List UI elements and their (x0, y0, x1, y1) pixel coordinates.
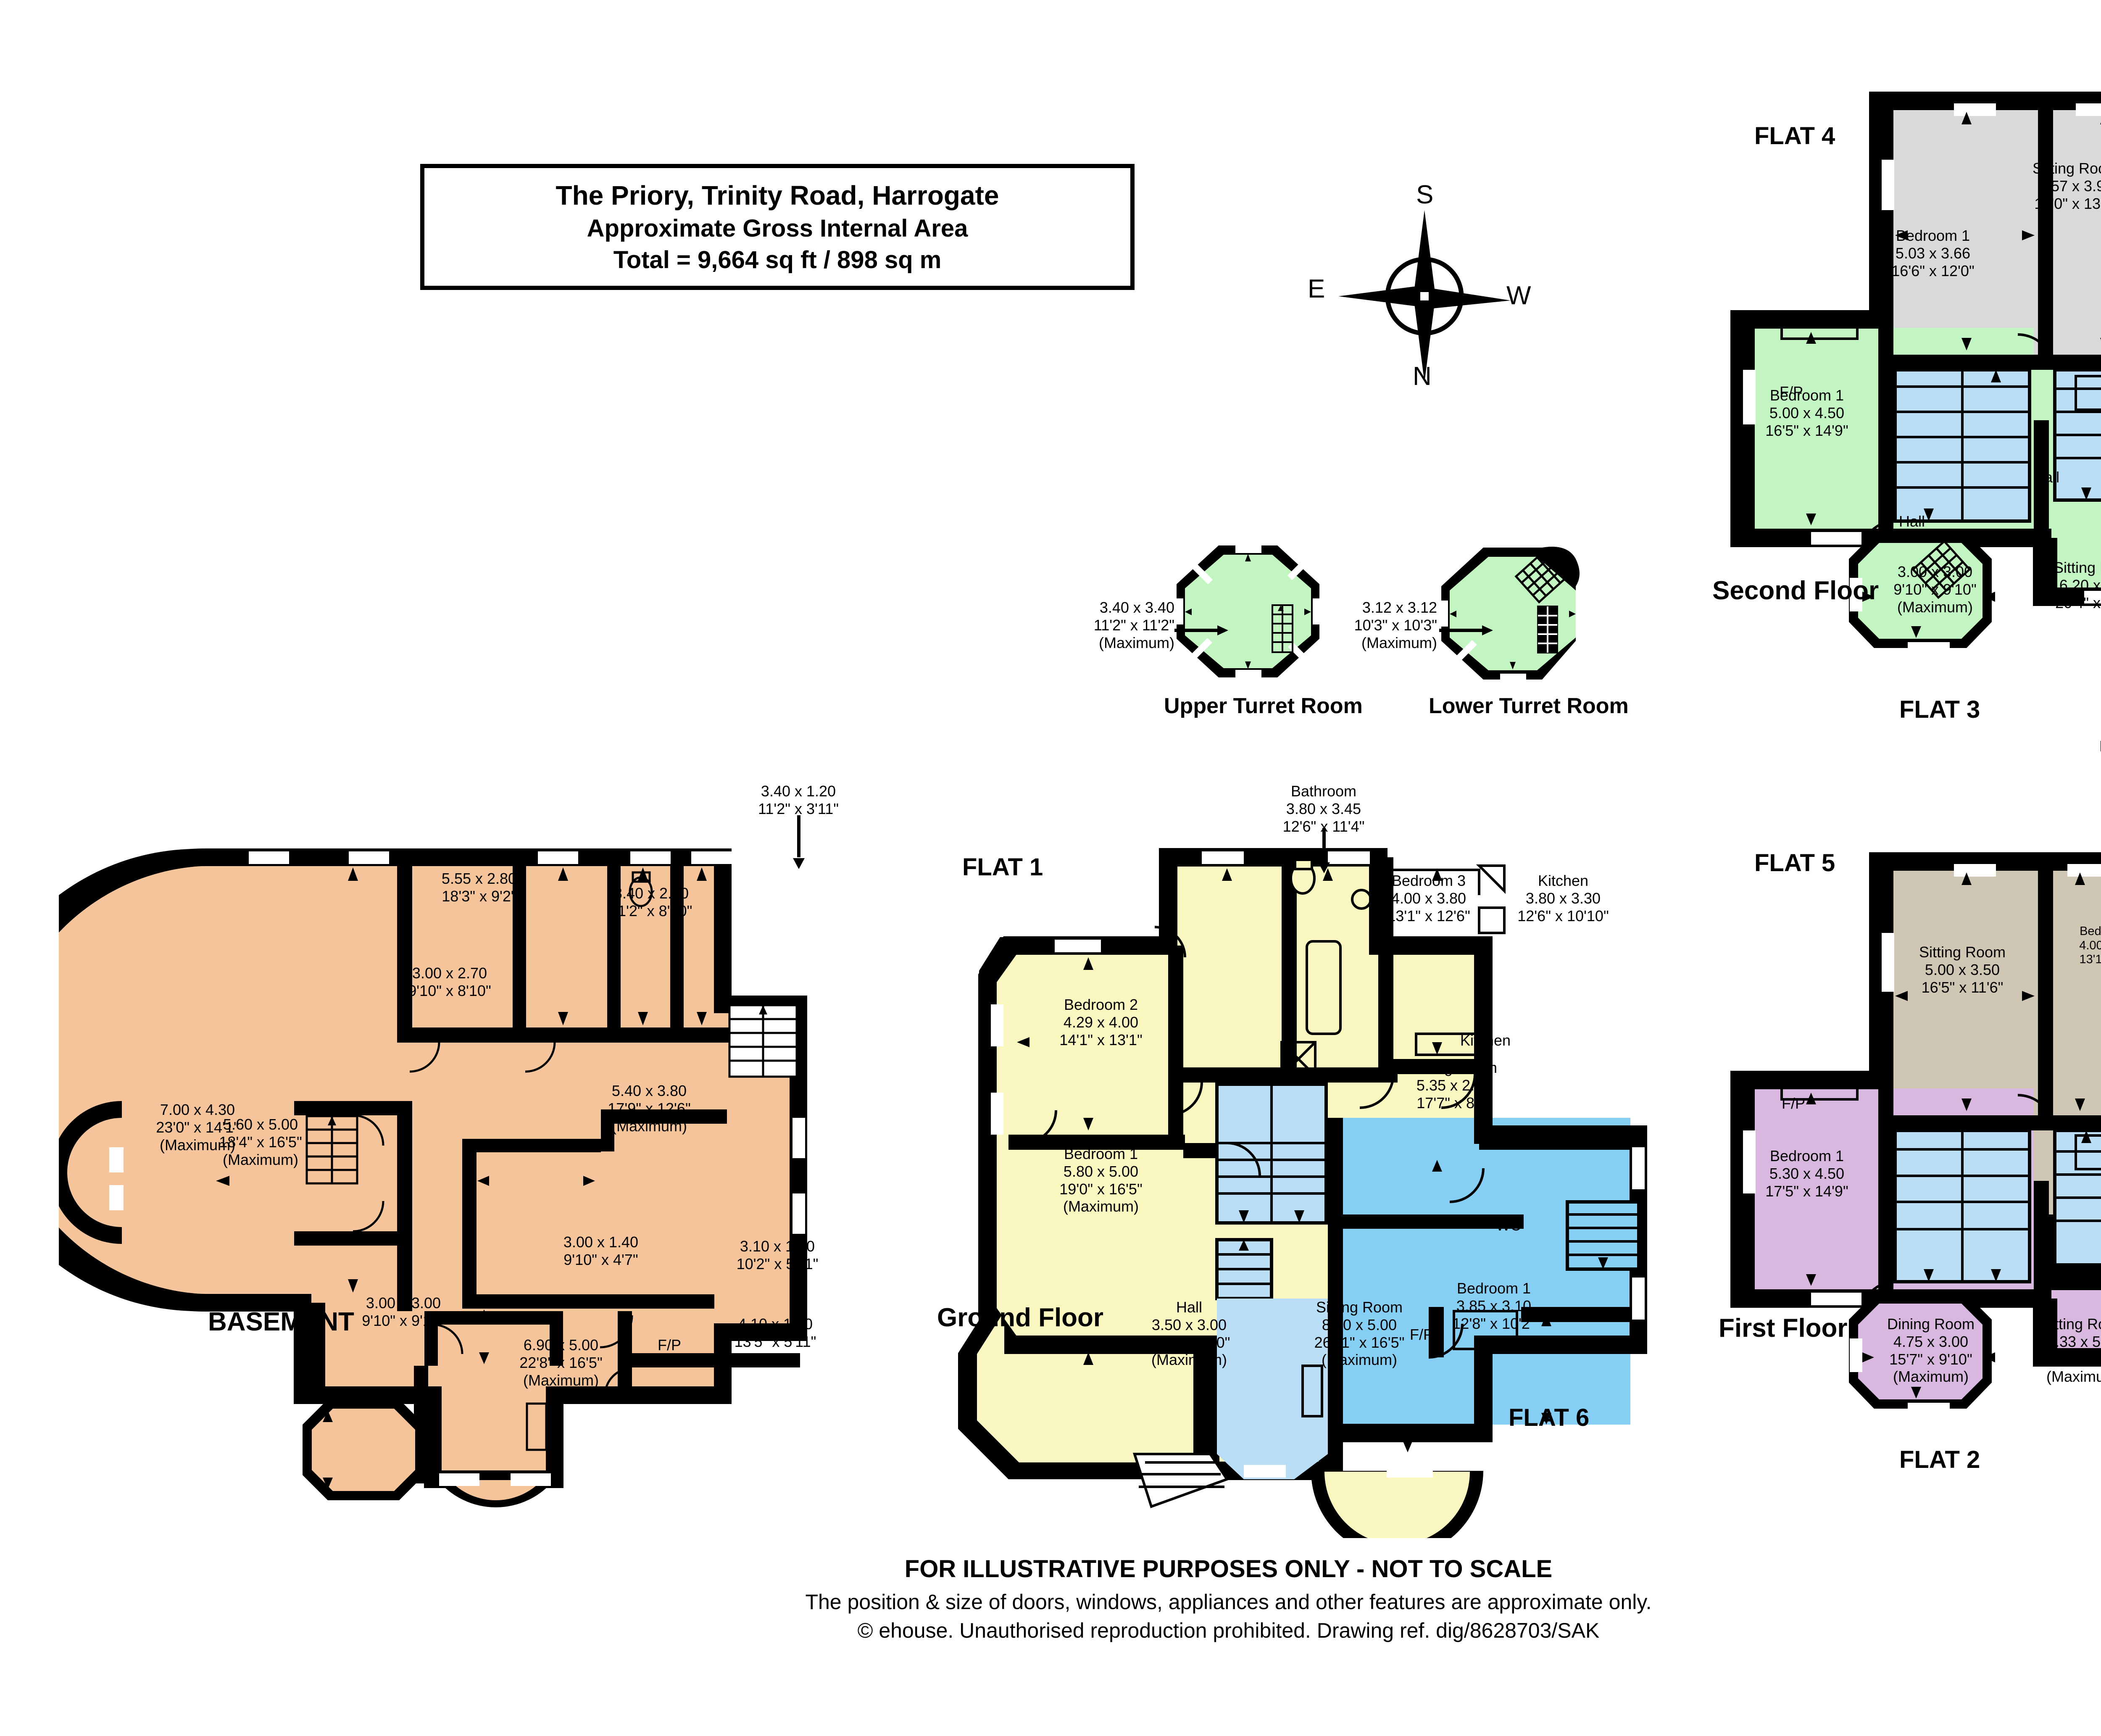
basement-room-text-10: 3.00 x 3.00 9'10" x 9'10" (362, 1294, 445, 1329)
ground-bedroom3-text: Bedroom 3 4.00 x 3.80 13'1" x 12'6" (1387, 872, 1470, 925)
ground-bathroom-leader (1318, 828, 1330, 873)
ground-sitting1-text: Sitting Room 8.20 x 5.00 26'11" x 16'5" … (1314, 1299, 1405, 1369)
basement-floor-label: BASEMENT (208, 1307, 354, 1336)
compass-rose: S N E W (1308, 180, 1534, 408)
ground-bedroom2-text: Bedroom 2 4.29 x 4.00 14'1" x 13'1" (1059, 996, 1143, 1048)
area-total: Total = 9,664 sq ft / 898 sq m (613, 246, 942, 274)
second-turret-f3-text: 3.00 x 3.00 9'10" x 9'10" (Maximum) (1893, 563, 1977, 616)
footer-block: FOR ILLUSTRATIVE PURPOSES ONLY - NOT TO … (0, 1555, 2101, 1643)
area-subtitle: Approximate Gross Internal Area (587, 215, 968, 242)
basement-room-text-7: 5.40 x 3.80 17'9" x 12'6" (Maximum) (608, 1082, 691, 1135)
first-fireplace-f2-label: F/P (1782, 1095, 1806, 1112)
lower-turret-plan (1437, 536, 1597, 683)
property-title: The Priory, Trinity Road, Harrogate (556, 180, 999, 211)
upper-turret-dims: 3.40 x 3.40 11'2" x 11'2" (Maximum) (1093, 599, 1174, 651)
second-sitting-f4-text: Sitting Room 4.57 x 3.96 15'0" x 13'0" (2032, 160, 2101, 212)
basement-room-text-1: 7.00 x 4.30 23'0" x 14'1" (Maximum) (156, 1101, 239, 1154)
basement-room-text-5: 3.00 x 2.70 9'10" x 8'10" (408, 964, 491, 999)
ground-sitting6-text: Sitting Room 5.35 x 2.55 17'7" x 8'4" (1410, 1059, 1498, 1112)
lower-turret-leader (1439, 625, 1493, 635)
upper-turret-leader (1174, 625, 1228, 635)
basement-leader-4 (793, 815, 805, 869)
basement-plan (59, 815, 899, 1530)
ground-bathroom-text: Bathroom 3.80 x 3.45 12'6" x 11'4" (1282, 782, 1365, 835)
footer-disclaimer-line2: The position & size of doors, windows, a… (805, 1590, 1652, 1614)
ground-bedroom6-text: Bedroom 1 3.85 x 3.10 12'8" x 10'2" (1452, 1280, 1535, 1332)
ground-fireplace-label: F/P (1410, 1326, 1434, 1343)
lower-turret-caption: Lower Turret Room (1429, 694, 1629, 718)
basement-room-text-12: 4.10 x 1.80 13'5" x 5'11" (734, 1315, 816, 1350)
second-floor-plan (1706, 76, 2101, 790)
lower-turret-dims: 3.12 x 3.12 10'3" x 10'3" (Maximum) (1354, 599, 1437, 651)
first-floor-label: First Floor (1719, 1314, 1848, 1343)
ground-wc-label: WC (1496, 1217, 1521, 1234)
flat3-label: FLAT 3 (1899, 696, 1980, 723)
title-block: The Priory, Trinity Road, Harrogate Appr… (420, 164, 1135, 290)
compass-east-label: E (1308, 274, 1325, 303)
second-floor-label: Second Floor (1712, 576, 1879, 605)
first-sitting-f2-text: Sitting Room 8.33 x 5.00 27'4" x 16'5" (… (2040, 1315, 2101, 1386)
flat5-label: FLAT 5 (1754, 849, 1835, 877)
ground-hall-text: Hall 3.50 x 3.00 11'6" x 9'10" (Maximum) (1148, 1299, 1230, 1369)
first-floor-plan (1706, 836, 2101, 1551)
second-hall-f4-text: Hall (2033, 469, 2059, 486)
second-sitting-f3-text: Sitting Room 6.20 x 5.00 20'4" x 16'5" (2053, 559, 2101, 611)
first-bedroom2-f5-text: Bedroom 2 4.00 x 1.70 13'1" x 5'7" (2079, 925, 2101, 967)
basement-room-text-9: 3.10 x 1.80 10'2" x 5'11" (736, 1238, 819, 1272)
ground-bedroom1-text: Bedroom 1 5.80 x 5.00 19'0" x 16'5" (Max… (1059, 1145, 1143, 1215)
compass-west-label: W (1506, 281, 1531, 310)
second-hall-f3-text: Hall (1898, 513, 1925, 530)
ground-floor-plan (933, 824, 1647, 1538)
second-fireplace-f3-label: F/P (1780, 383, 1803, 400)
basement-room-text-2: 5.55 x 2.80 18'3" x 9'2" (441, 870, 517, 905)
basement-room-text-8: 3.00 x 1.40 9'10" x 4'7" (563, 1233, 639, 1268)
basement-room-text-6: 5.60 x 5.00 18'4" x 16'5" (Maximum) (219, 1116, 302, 1168)
ground-kitchen1-text: Kitchen 3.80 x 3.30 12'6" x 10'10" (1517, 872, 1609, 925)
footer-copyright: © ehouse. Unauthorised reproduction proh… (857, 1619, 1600, 1642)
compass-south-label: S (1416, 180, 1434, 209)
second-bedroom1-f4-text: Bedroom 1 5.03 x 3.66 16'6" x 12'0" (1891, 227, 1975, 279)
flat2-label: FLAT 2 (1899, 1446, 1980, 1473)
basement-room-text-11: 6.90 x 5.00 22'8" x 16'5" (Maximum) (519, 1336, 603, 1389)
second-bedroom1-f3-text: Bedroom 1 5.00 x 4.50 16'5" x 14'9" (1765, 387, 1848, 439)
second-balcony-text: Balcony (2072, 738, 2101, 755)
flat6-label: FLAT 6 (1509, 1404, 1590, 1431)
flat1-label: FLAT 1 (962, 854, 1043, 881)
footer-disclaimer-line1: FOR ILLUSTRATIVE PURPOSES ONLY - NOT TO … (904, 1555, 1553, 1583)
ground-kitchen6-text: Kitchen (1460, 1032, 1511, 1049)
compass-north-label: N (1413, 362, 1432, 391)
basement-fireplace-label: F/P (658, 1336, 682, 1354)
upper-turret-caption: Upper Turret Room (1164, 694, 1363, 718)
first-dining-f2-text: Dining Room 4.75 x 3.00 15'7" x 9'10" (M… (1887, 1315, 1975, 1386)
basement-room-text-3: 3.40 x 2.70 11'2" x 8'10" (610, 885, 692, 919)
flat4-label: FLAT 4 (1754, 122, 1835, 150)
first-bedroom1-f2-text: Bedroom 1 5.30 x 4.50 17'5" x 14'9" (1765, 1147, 1848, 1200)
basement-room-text-4: 3.40 x 1.20 11'2" x 3'11" (758, 782, 839, 817)
upper-turret-plan (1172, 542, 1324, 681)
first-sitting-f5-text: Sitting Room 5.00 x 3.50 16'5" x 11'6" (1919, 943, 2006, 996)
ground-floor-label: Ground Floor (937, 1303, 1104, 1332)
